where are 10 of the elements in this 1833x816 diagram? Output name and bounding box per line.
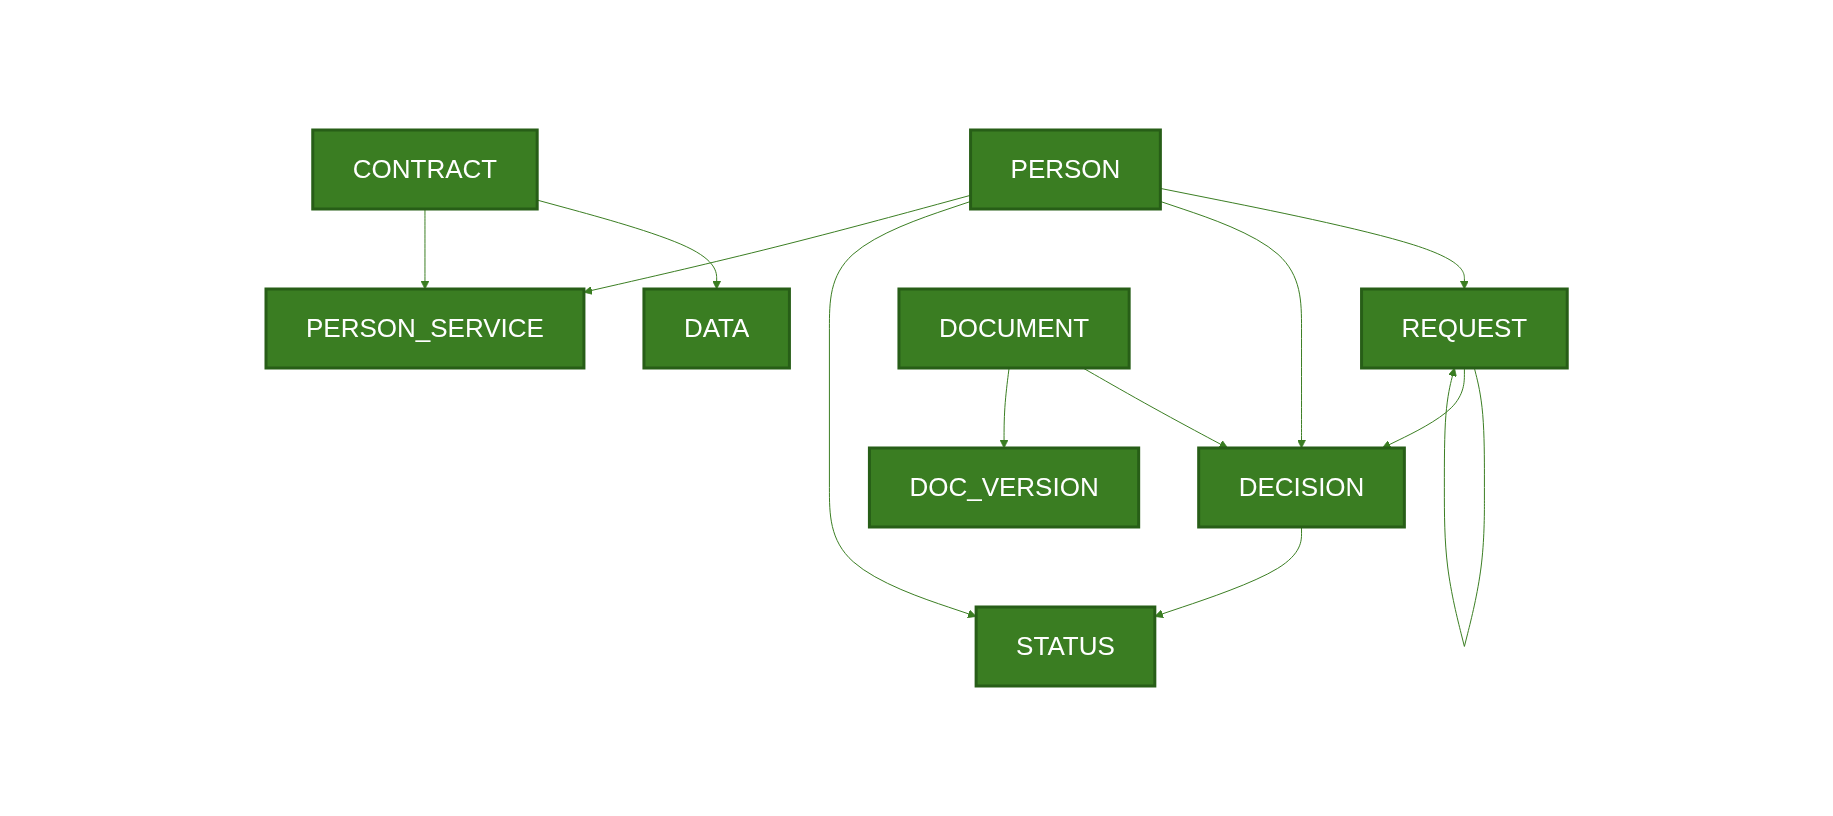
node-box: DOCUMENT bbox=[897, 287, 1131, 370]
node-box: PERSON_SERVICE bbox=[264, 287, 586, 370]
node-box: DOC_VERSION bbox=[867, 446, 1141, 529]
node-box: DATA bbox=[642, 287, 791, 370]
node-box: DECISION bbox=[1197, 446, 1406, 529]
node-box: STATUS bbox=[974, 605, 1157, 688]
node-box: CONTRACT bbox=[311, 128, 539, 211]
node-box: PERSON bbox=[968, 128, 1162, 211]
node-box: REQUEST bbox=[1359, 287, 1569, 370]
arrow bbox=[583, 194, 971, 295]
